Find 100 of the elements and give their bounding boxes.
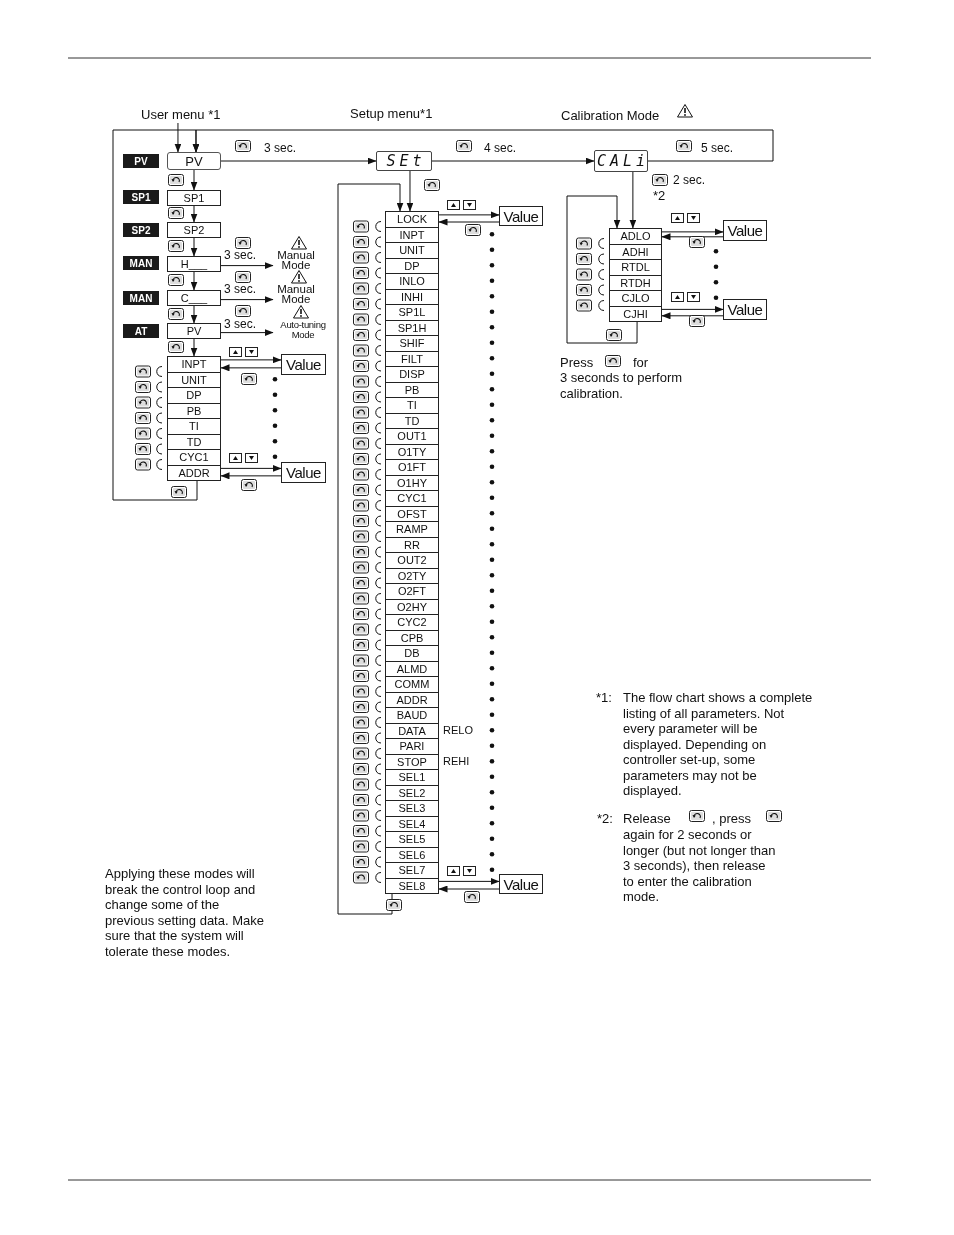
arrow [566,195,638,344]
parameter-row: DP [167,387,221,404]
mode-badge: SP1 [123,190,159,204]
parameter-row: CYC1 [385,490,439,507]
edge-label: 3 sec. [223,318,257,331]
parameter-row: DISP [385,366,439,383]
arrow [661,233,724,241]
arrow [220,329,274,337]
parameter-row: RAMP [385,521,439,538]
arrow [190,271,198,291]
parameter-row: SP1L [385,304,439,321]
arrow [220,472,282,480]
value-box: Value [499,206,543,226]
note-text: Press [560,355,594,371]
parameter-row: SEL5 [385,831,439,848]
parameter-row: PARI [385,738,439,755]
mode-badge: PV [123,154,159,168]
parameter-row: CYC2 [385,614,439,631]
parameter-row: SEL3 [385,800,439,817]
edge-label: 2 sec. [672,174,706,187]
note-text: again for 2 seconds or longer (but not longer than 3 seconds), then release to enter the calibration mode. [623,827,777,905]
display-box: PV [167,152,221,170]
arrow [661,305,724,313]
arrow [629,171,637,229]
parameter-row: O2FT [385,583,439,600]
value-box: Value [281,462,326,483]
arrow [431,157,595,165]
mode-badge: MAN [123,256,159,270]
parameter-row: OUT2 [385,552,439,569]
arrow [190,338,198,357]
arrow [406,170,414,212]
edge-label: 5 sec. [700,142,734,155]
parameter-row: SEL7 [385,862,439,879]
mode-badge: AT [123,324,159,338]
arrow [438,218,500,226]
footnote-mark: *1: [596,690,612,706]
note-text: 3 seconds to perform calibration. [560,370,684,401]
lcd-display: SEt [376,151,432,171]
mode-label: Auto-tuning Mode [273,318,333,341]
mode-label: Manual Mode [273,248,319,272]
edge-label: 4 sec. [483,142,517,155]
note-text: , press [712,811,751,827]
side-label: RELO [443,723,473,737]
parameter-row: INLO [385,273,439,290]
arrow [661,228,724,236]
parameter-row: LOCK [385,211,439,228]
arrow [220,296,274,304]
parameter-row: UNIT [385,242,439,259]
arrow [438,877,500,885]
arrow [220,157,377,165]
arrow [438,211,500,219]
footnote-mark: *2: [597,811,613,827]
mode-badge: SP2 [123,223,159,237]
parameter-row: SHIF [385,335,439,352]
parameter-row: OUT1 [385,428,439,445]
parameter-row: INPT [167,356,221,373]
parameter-box: H___ [167,256,221,272]
parameter-box: C___ [167,290,221,306]
mode-badge: MAN [123,291,159,305]
arrow [190,205,198,223]
section-heading: Calibration Mode [561,108,660,124]
parameter-row: ADLO [609,228,662,245]
parameter-row: CJLO [609,290,662,307]
parameter-row: TI [385,397,439,414]
arrow [190,305,198,324]
parameter-row: BAUD [385,707,439,724]
value-box: Value [723,299,767,320]
lcd-display: CALi [594,150,648,172]
arrow [174,122,182,153]
parameter-row: RTDL [609,259,662,276]
value-box: Value [281,354,326,375]
arrow [220,464,282,472]
parameter-box: SP1 [167,190,221,206]
note-text: Applying these modes will break the control loop and change some of the previous setting data. Make sure that the system will tolerate these modes. [105,866,265,959]
parameter-row: TI [167,418,221,435]
arrow [220,356,282,364]
arrow [220,364,282,372]
arrow [337,183,404,915]
edge-label: 3 sec. [223,249,257,262]
note-text: Release [623,811,671,827]
value-box: Value [499,874,543,894]
arrow [190,169,198,191]
parameter-row: DB [385,645,439,662]
edge-label: 3 sec. [263,142,297,155]
arrow [438,885,500,893]
parameter-row: COMM [385,676,439,693]
parameter-row: CYC1 [167,449,221,466]
edge-label: 3 sec. [223,283,257,296]
value-box: Value [723,220,767,241]
footnote-mark: *2 [653,188,666,204]
arrow [661,312,724,320]
section-heading: Setup menu*1 [350,106,433,122]
arrow [190,237,198,257]
parameter-box: SP2 [167,222,221,238]
note-text: for [633,355,649,371]
parameter-box: PV [167,323,221,339]
side-label: REHI [443,754,470,768]
parameter-row: O1FT [385,459,439,476]
arrow [220,262,274,270]
note-text: The flow chart shows a complete listing of all parameters. Not every parameter will be displayed. Depending on controller set-up, some parameters may not be displayed. [623,690,814,799]
